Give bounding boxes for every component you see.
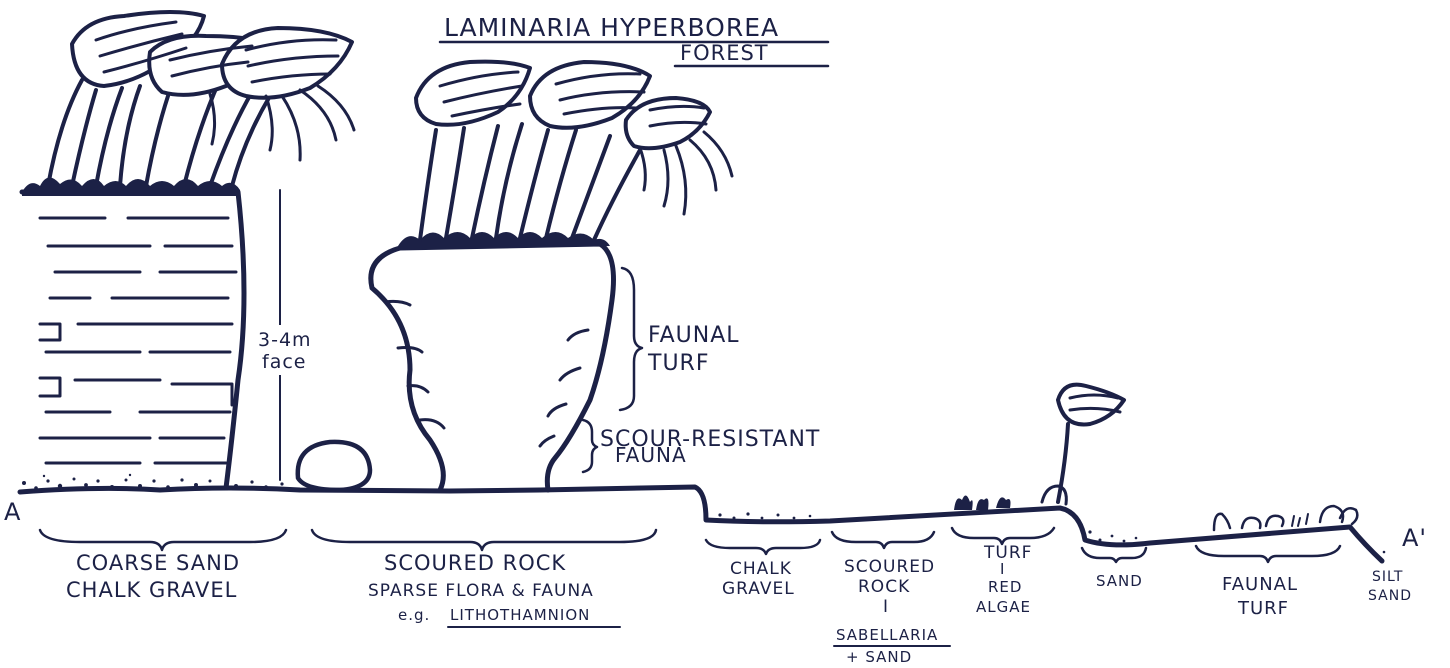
scour-resistant-annotation: SCOUR-RESISTANT FAUNA (600, 427, 820, 467)
zone-label: SCOURED ROCK (384, 551, 566, 575)
endpoint-left: A (4, 498, 21, 526)
face-height-label: 3-4m face (250, 325, 320, 375)
zone-chalk-gravel: CHALK GRAVEL (722, 559, 795, 599)
zone-scoured-rock-sabellaria: SCOURED ROCK I SABELLARIA + SAND (834, 557, 950, 666)
zone-label: TURF (1237, 598, 1289, 619)
zone-scoured-rock: SCOURED ROCK SPARSE FLORA & FAUNA e.g. L… (368, 551, 620, 627)
zone-sand: SAND (1096, 572, 1143, 590)
red-algae-clumps (954, 495, 1011, 510)
zone-label: SAND (1368, 588, 1412, 604)
kelp-forest-pinnacle (398, 62, 732, 250)
title-line1: LAMINARIA HYPERBOREA (444, 13, 779, 42)
zone-sub-label: + SAND (846, 648, 912, 666)
zone-label: SAND (1096, 572, 1143, 590)
zone-label: ROCK (858, 577, 910, 597)
zone-label: GRAVEL (722, 579, 795, 599)
rock-pinnacle (371, 244, 614, 490)
kelp-forest-left (22, 12, 354, 196)
zone-sub-label: SABELLARIA (836, 626, 938, 644)
faunal-turf-line2: TURF (647, 351, 709, 376)
faunal-turf-brace (620, 268, 642, 410)
zone-label: SCOURED (844, 557, 935, 577)
scour-brace (583, 420, 597, 472)
face-line1: 3-4m (258, 329, 312, 351)
zone-label: ALGAE (976, 598, 1031, 616)
diagram-title: LAMINARIA HYPERBOREA FOREST (440, 13, 828, 66)
zone-label: I (1000, 560, 1005, 578)
zone-label: CHALK (730, 559, 792, 579)
zone-coarse-sand: COARSE SAND CHALK GRAVEL (66, 551, 240, 602)
title-line2: FOREST (680, 41, 769, 65)
zone-faunal-turf: FAUNAL TURF (1222, 574, 1298, 619)
zone-label: TURF (983, 543, 1032, 563)
faunal-turf-line1: FAUNAL (648, 323, 740, 348)
zone-label: FAUNAL (1222, 574, 1298, 595)
lone-kelp (1042, 385, 1124, 504)
zone-silt-sand: SILT SAND (1368, 569, 1412, 604)
zone-example-prefix: e.g. (398, 606, 430, 624)
chalk-cliff (22, 192, 244, 488)
faunal-turf-annotation: FAUNAL TURF (647, 323, 740, 376)
endpoint-right: A' (1402, 524, 1427, 552)
zone-example-genus: LITHOTHAMNION (450, 606, 590, 624)
zone-turf-red-algae: TURF I RED ALGAE (976, 543, 1032, 616)
face-line2: face (262, 351, 306, 373)
zone-label: RED (988, 578, 1022, 596)
zone-label: SPARSE FLORA & FAUNA (368, 581, 594, 601)
zone-label: SILT (1372, 569, 1403, 585)
boulder (298, 442, 370, 490)
scour-line2: FAUNA (615, 443, 687, 467)
zone-label: COARSE SAND (76, 551, 240, 575)
zone-label: I (883, 597, 889, 617)
zone-label: CHALK GRAVEL (66, 578, 237, 602)
